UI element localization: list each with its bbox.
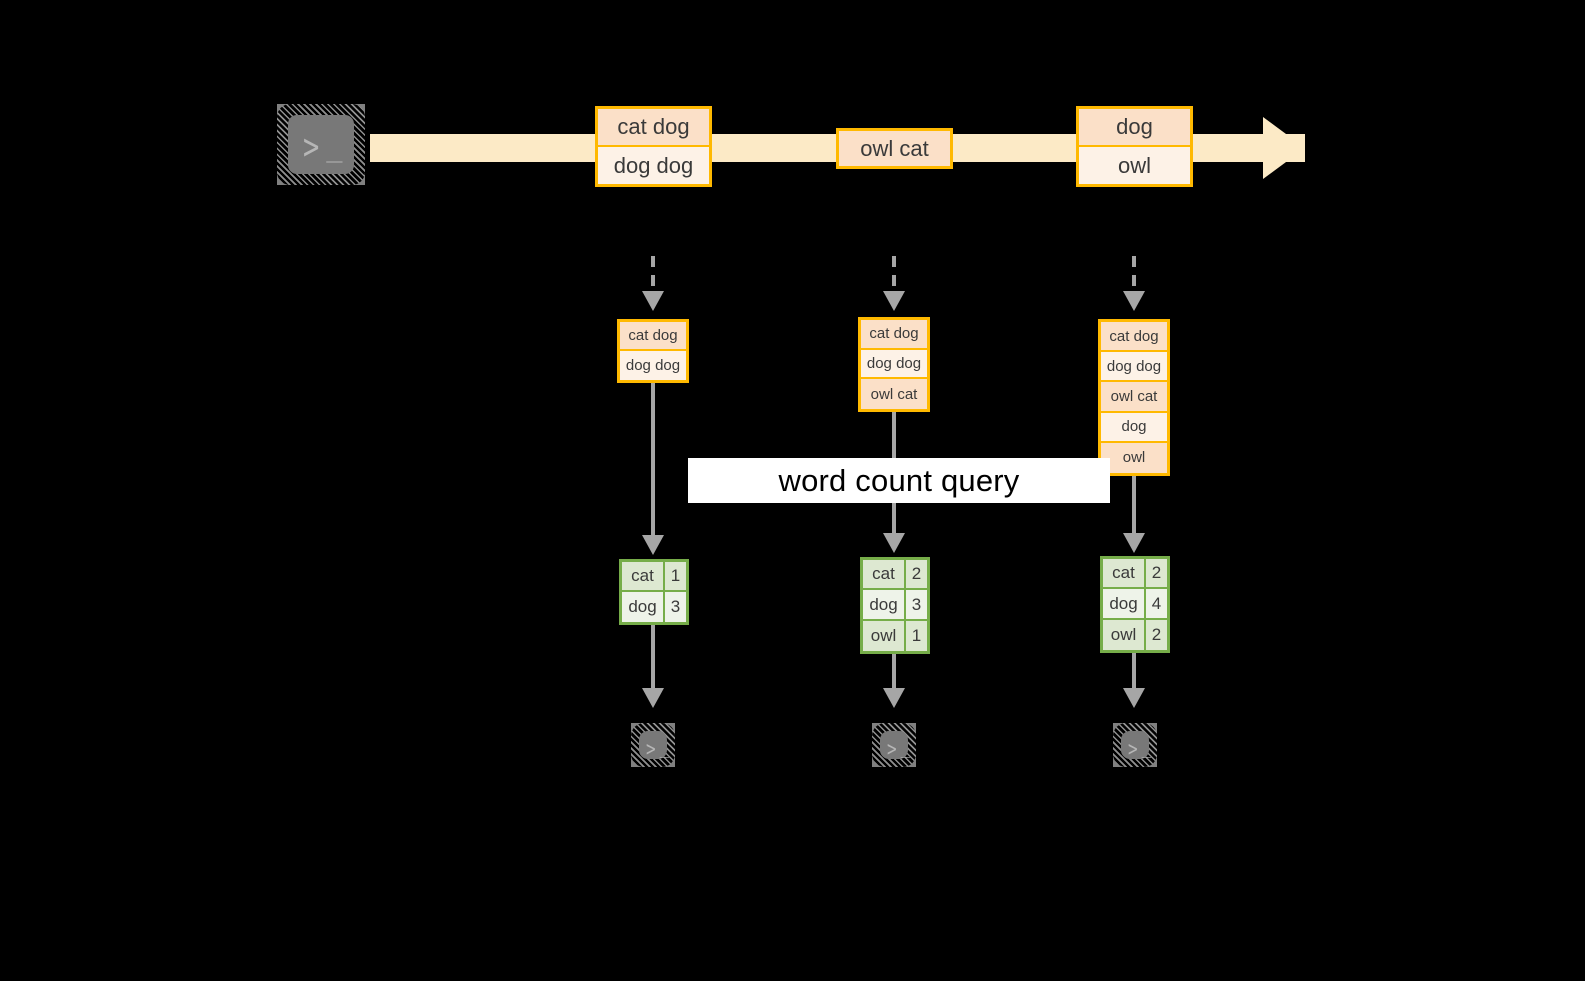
snapshot-3-feed-arrowhead: [1123, 291, 1145, 311]
result-word: owl: [863, 620, 906, 651]
snapshot-3-feed-line: [1132, 256, 1136, 294]
snapshot-2-feed-line: [892, 256, 896, 294]
result-word: cat: [1103, 559, 1146, 588]
table-row: owl 1: [863, 620, 927, 651]
snapshot-1-feed-line: [651, 256, 655, 294]
terminal-prompt-chevron: >: [646, 735, 656, 762]
table-row: dog 3: [622, 592, 686, 622]
result-word: dog: [863, 590, 906, 619]
snapshot-1-input-line: cat dog: [620, 322, 686, 352]
snapshot-2-query-arrowhead: [883, 533, 905, 553]
snapshot-1-result-table: cat 1 dog 3: [619, 559, 689, 625]
stream-batch-2: owl cat: [836, 128, 953, 169]
result-count: 1: [906, 620, 927, 651]
result-count: 4: [1146, 589, 1167, 618]
table-row: owl 2: [1103, 619, 1167, 650]
terminal-body: [880, 731, 908, 759]
terminal-body: [639, 731, 667, 759]
result-word: cat: [863, 560, 906, 589]
snapshot-2-sink-terminal-icon: >_: [861, 712, 927, 778]
result-count: 2: [1146, 559, 1167, 588]
terminal-prompt-glyph: >_: [1128, 735, 1152, 762]
snapshot-1-sink-line: [651, 625, 655, 691]
table-row: dog 3: [863, 590, 927, 621]
snapshot-1-input-box: cat dog dog dog: [617, 319, 689, 383]
stream-batch-1: cat dog dog dog: [595, 106, 712, 187]
snapshot-3-input-line: dog dog: [1101, 352, 1167, 383]
table-row: cat 1: [622, 562, 686, 593]
snapshot-3-input-line: dog: [1101, 412, 1167, 443]
terminal-prompt-chevron: >: [303, 126, 320, 169]
snapshot-2-sink-line: [892, 654, 896, 691]
snapshot-2-feed-arrowhead: [883, 291, 905, 311]
stream-batch-3-line: dog: [1079, 109, 1190, 148]
snapshot-3-input-line: cat dog: [1101, 322, 1167, 353]
snapshot-3-query-arrowhead: [1123, 533, 1145, 553]
table-row: cat 2: [1103, 559, 1167, 590]
snapshot-2-input-box: cat dog dog dog owl cat: [858, 317, 930, 412]
terminal-prompt-cursor: _: [1141, 739, 1152, 758]
terminal-prompt-cursor: _: [326, 132, 343, 163]
snapshot-1-input-line: dog dog: [620, 351, 686, 380]
snapshot-3-query-line: [1132, 476, 1136, 536]
result-count: 3: [665, 592, 686, 622]
terminal-prompt-chevron: >: [1128, 735, 1138, 762]
terminal-prompt-glyph: >_: [887, 735, 911, 762]
result-word: cat: [622, 562, 665, 591]
terminal-prompt-cursor: _: [659, 739, 670, 758]
terminal-body: [1121, 731, 1149, 759]
snapshot-3-sink-line: [1132, 653, 1136, 691]
snapshot-1-sink-terminal-icon: >_: [620, 712, 686, 778]
terminal-prompt-glyph: >_: [646, 735, 670, 762]
snapshot-1-query-line: [651, 383, 655, 538]
terminal-prompt-cursor: _: [900, 739, 911, 758]
result-word: owl: [1103, 619, 1146, 650]
snapshot-2-result-table: cat 2 dog 3 owl 1: [860, 557, 930, 654]
result-count: 2: [1146, 619, 1167, 650]
stream-batch-1-line: dog dog: [598, 147, 709, 184]
snapshot-3-input-line: owl cat: [1101, 382, 1167, 413]
snapshot-2-input-line: owl cat: [861, 379, 927, 410]
terminal-prompt-glyph: >_: [303, 129, 343, 165]
table-row: dog 4: [1103, 589, 1167, 620]
result-word: dog: [622, 592, 665, 622]
snapshot-3-result-table: cat 2 dog 4 owl 2: [1100, 556, 1170, 653]
stream-batch-1-line: cat dog: [598, 109, 709, 148]
result-count: 3: [906, 590, 927, 619]
stream-batch-2-line: owl cat: [839, 131, 950, 166]
snapshot-1-feed-arrowhead: [642, 291, 664, 311]
snapshot-1-sink-arrowhead: [642, 688, 664, 708]
query-banner: word count query: [688, 458, 1110, 503]
result-word: dog: [1103, 589, 1146, 618]
terminal-prompt-chevron: >: [887, 735, 897, 762]
stream-batch-3-line: owl: [1079, 147, 1190, 184]
source-terminal-icon: >_: [266, 93, 376, 196]
snapshot-3-sink-arrowhead: [1123, 688, 1145, 708]
stream-arrow-head: [1263, 117, 1305, 179]
snapshot-1-query-arrowhead: [642, 535, 664, 555]
terminal-body: [288, 115, 354, 174]
result-count: 1: [665, 562, 686, 591]
stream-batch-3: dog owl: [1076, 106, 1193, 187]
table-row: cat 2: [863, 560, 927, 591]
result-count: 2: [906, 560, 927, 589]
snapshot-2-sink-arrowhead: [883, 688, 905, 708]
snapshot-3-sink-terminal-icon: >_: [1102, 712, 1168, 778]
query-banner-label: word count query: [778, 462, 1020, 498]
snapshot-2-input-line: dog dog: [861, 349, 927, 380]
snapshot-2-input-line: cat dog: [861, 320, 927, 350]
snapshot-3-input-box: cat dog dog dog owl cat dog owl: [1098, 319, 1170, 476]
snapshot-3-input-line: owl: [1101, 442, 1167, 473]
